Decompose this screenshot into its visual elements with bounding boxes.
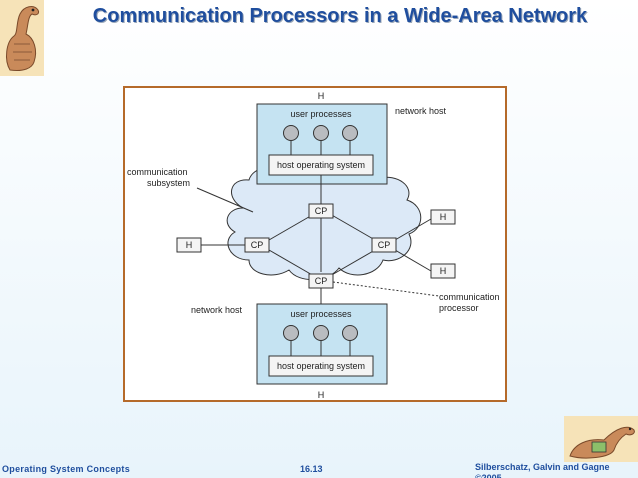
- footer-page-number: 16.13: [300, 464, 323, 474]
- top-h-label: H: [318, 91, 325, 101]
- processor-label-line2: processor: [439, 303, 479, 313]
- processor-leader-line: [332, 281, 440, 297]
- top-process-circle: [283, 125, 299, 141]
- cp-left-box: [244, 237, 270, 253]
- processor-label-line1: communication: [439, 292, 500, 302]
- h-right-top-box: [430, 209, 456, 225]
- bottom-h-label: H: [318, 390, 325, 400]
- cp-top-box: [308, 203, 334, 219]
- subsystem-leader-line: [196, 187, 254, 213]
- h-left-label: H: [186, 240, 193, 250]
- h-left-box: [176, 237, 202, 253]
- dinosaur-logo-bottom: [564, 416, 638, 462]
- bottom-host-os-label: host operating system: [277, 361, 365, 371]
- footer-authors: Silberschatz, Galvin and Gagne ©2005: [475, 462, 610, 478]
- bottom-process-circle: [342, 325, 358, 341]
- bottom-network-host-label: network host: [191, 305, 243, 315]
- bottom-user-processes-label: user processes: [290, 309, 352, 319]
- cp-left-label: CP: [251, 240, 264, 250]
- diagram-frame: user processes host operating system H n…: [123, 86, 507, 402]
- subsystem-label-line1: communication: [127, 167, 188, 177]
- top-process-circle: [313, 125, 329, 141]
- wan-diagram: user processes host operating system H n…: [127, 91, 500, 400]
- cp-top-label: CP: [315, 206, 328, 216]
- subsystem-label-line2: subsystem: [147, 178, 190, 188]
- top-user-processes-label: user processes: [290, 109, 352, 119]
- cp-bottom-box: [308, 273, 334, 289]
- dinosaur-logo-top: [0, 0, 44, 76]
- top-host-os-label: host operating system: [277, 160, 365, 170]
- top-network-host-label: network host: [395, 106, 447, 116]
- slide-title: Communication Processors in a Wide-Area …: [92, 5, 588, 27]
- cp-right-label: CP: [378, 240, 391, 250]
- top-process-circle: [342, 125, 358, 141]
- h-right-bottom-label: H: [440, 266, 447, 276]
- bottom-host-os-box: [268, 355, 374, 377]
- cp-right-box: [371, 237, 397, 253]
- footer-book-title: Operating System Concepts: [2, 464, 131, 474]
- h-right-bottom-box: [430, 263, 456, 279]
- h-right-top-label: H: [440, 212, 447, 222]
- bottom-process-circle: [283, 325, 299, 341]
- cp-bottom-label: CP: [315, 276, 328, 286]
- bottom-process-circle: [313, 325, 329, 341]
